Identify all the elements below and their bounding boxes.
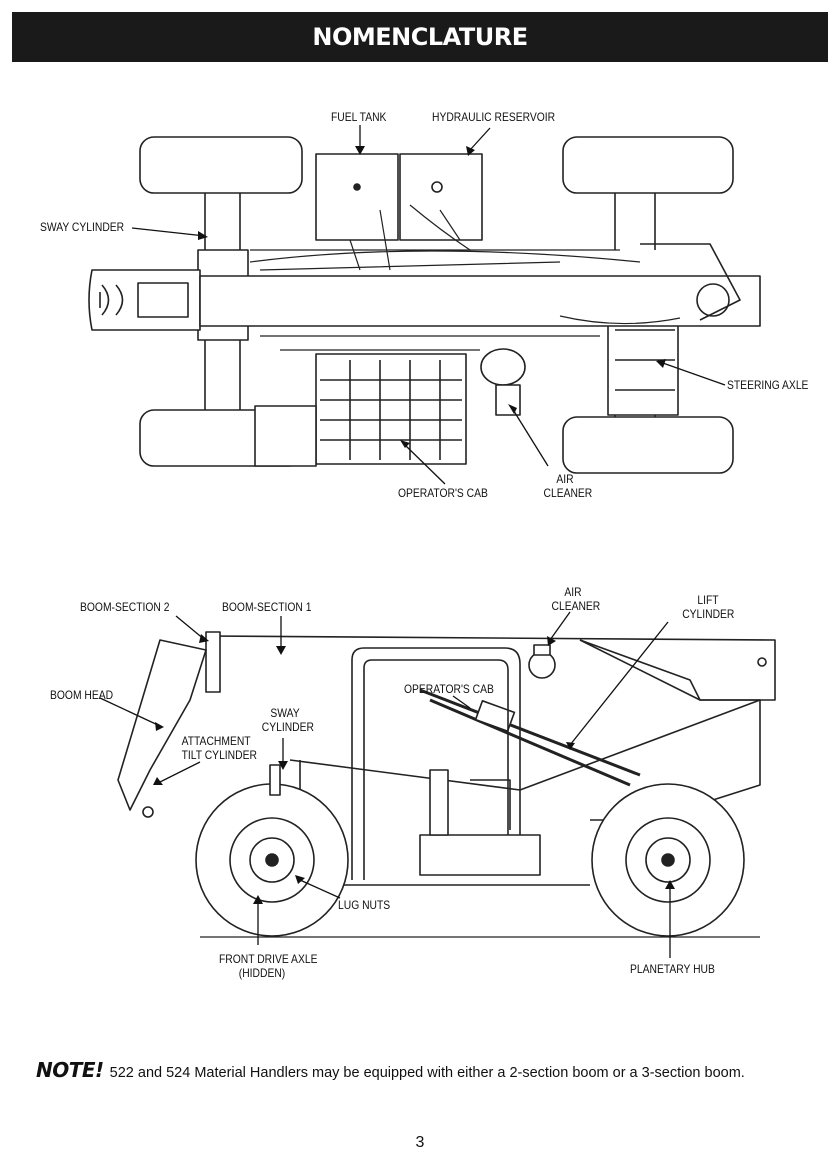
label-planetary-hub: PLANETARY HUB xyxy=(630,962,715,976)
label-boom-section-1: BOOM-SECTION 1 xyxy=(222,600,312,614)
label-front-drive-axle: FRONT DRIVE AXLE (HIDDEN) xyxy=(219,952,318,980)
top-view-machine xyxy=(88,136,761,474)
label-air-cleaner-side: AIR CLEANER xyxy=(551,585,601,613)
label-boom-section-2: BOOM-SECTION 2 xyxy=(80,600,170,614)
side-view-leaders xyxy=(99,611,671,958)
label-lift-cylinder: LIFT CYLINDER xyxy=(682,593,735,621)
label-operators-cab-top: OPERATOR'S CAB xyxy=(398,486,488,500)
page-header-bar: NOMENCLATURE xyxy=(12,12,828,62)
top-view-arrowheads xyxy=(198,146,666,448)
side-view-arrowheads xyxy=(153,634,675,904)
label-hydraulic-reservoir: HYDRAULIC RESERVOIR xyxy=(432,110,556,124)
label-sway-cylinder-top: SWAY CYLINDER xyxy=(40,220,125,234)
side-view-machine xyxy=(117,631,776,938)
label-attachment-tilt-cylinder: ATTACHMENT TILT CYLINDER xyxy=(181,734,257,762)
label-operators-cab-side: OPERATOR'S CAB xyxy=(404,682,494,696)
top-view-leaders xyxy=(131,125,726,485)
page-number: 3 xyxy=(415,1134,425,1151)
page-title: NOMENCLATURE xyxy=(312,23,528,51)
label-steering-axle: STEERING AXLE xyxy=(727,378,809,392)
note-paragraph: NOTE! 522 and 524 Material Handlers may b… xyxy=(36,1058,816,1082)
label-boom-head: BOOM HEAD xyxy=(50,688,114,702)
label-air-cleaner-top: AIR CLEANER xyxy=(543,472,593,500)
note-text: 522 and 524 Material Handlers may be equ… xyxy=(109,1065,745,1081)
label-lug-nuts: LUG NUTS xyxy=(338,898,391,912)
label-sway-cylinder-side: SWAY CYLINDER xyxy=(261,706,314,734)
label-fuel-tank: FUEL TANK xyxy=(331,110,387,124)
note-label: NOTE! xyxy=(36,1058,104,1082)
